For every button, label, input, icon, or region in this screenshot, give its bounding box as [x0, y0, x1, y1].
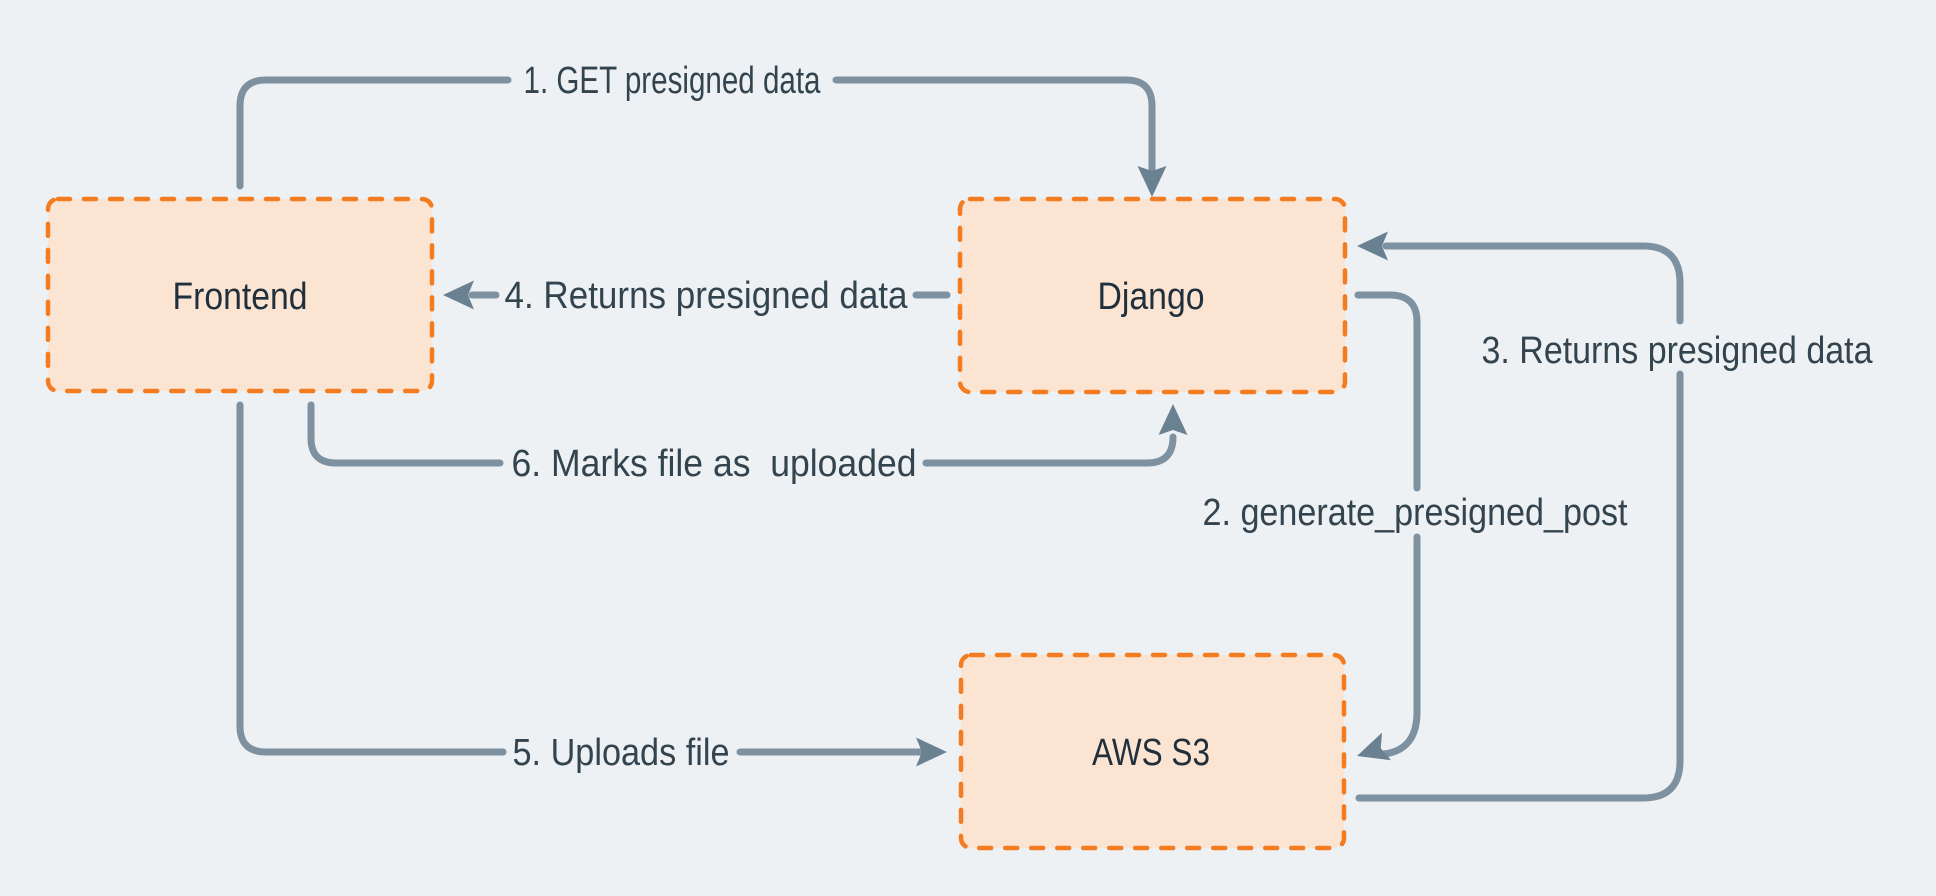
arrow-line: [1355, 370, 1684, 802]
node-box: [958, 652, 1347, 851]
arrow-line: [922, 433, 1177, 467]
arrowhead-left-icon: [1357, 732, 1391, 761]
node-label: AWS S3: [1092, 732, 1210, 774]
arrowhead-right-icon: [916, 737, 947, 767]
arrow-line: [307, 401, 504, 467]
arrow-s3-to-django-returns: 3. Returns presigned data: [1355, 231, 1874, 802]
arrow-line: [1354, 291, 1421, 492]
flow-label-4: 4. Returns presigned data: [505, 275, 909, 317]
flow-label-6: 6. Marks file as uploaded: [512, 443, 917, 485]
arrow-django-to-frontend-returns: 4. Returns presigned data: [443, 275, 951, 317]
arrow-line: [1382, 242, 1684, 325]
node-label: Frontend: [173, 276, 308, 318]
arrow-django-to-s3-generate: 2. generate_presigned_post: [1203, 291, 1628, 761]
node-aws-s3: AWS S3: [958, 652, 1347, 851]
flow-label-1: 1. GET presigned data: [524, 60, 822, 102]
flow-label-5: 5. Uploads file: [513, 732, 730, 774]
arrow-frontend-to-s3-uploads: 5. Uploads file: [236, 401, 947, 774]
arrowhead-left-icon: [1357, 231, 1388, 261]
arrow-frontend-to-django-marks: 6. Marks file as uploaded: [307, 401, 1188, 485]
arrow-line: [832, 76, 1156, 174]
node-box: [957, 196, 1348, 395]
arrow-line: [1380, 533, 1421, 758]
node-label: Django: [1098, 276, 1205, 318]
node-django: Django: [957, 196, 1348, 395]
node-frontend: Frontend: [45, 196, 435, 394]
flow-label-2: 2. generate_presigned_post: [1203, 492, 1628, 534]
arrow-line: [236, 76, 512, 190]
flow-label-3: 3. Returns presigned data: [1482, 330, 1874, 372]
node-box: [45, 196, 435, 394]
arrow-line: [236, 401, 507, 756]
arrowhead-up-icon: [1158, 404, 1188, 435]
arrowhead-left-icon: [443, 280, 474, 310]
arrowhead-down-icon: [1137, 166, 1167, 197]
arrow-frontend-to-django-get: 1. GET presigned data: [236, 60, 1167, 197]
